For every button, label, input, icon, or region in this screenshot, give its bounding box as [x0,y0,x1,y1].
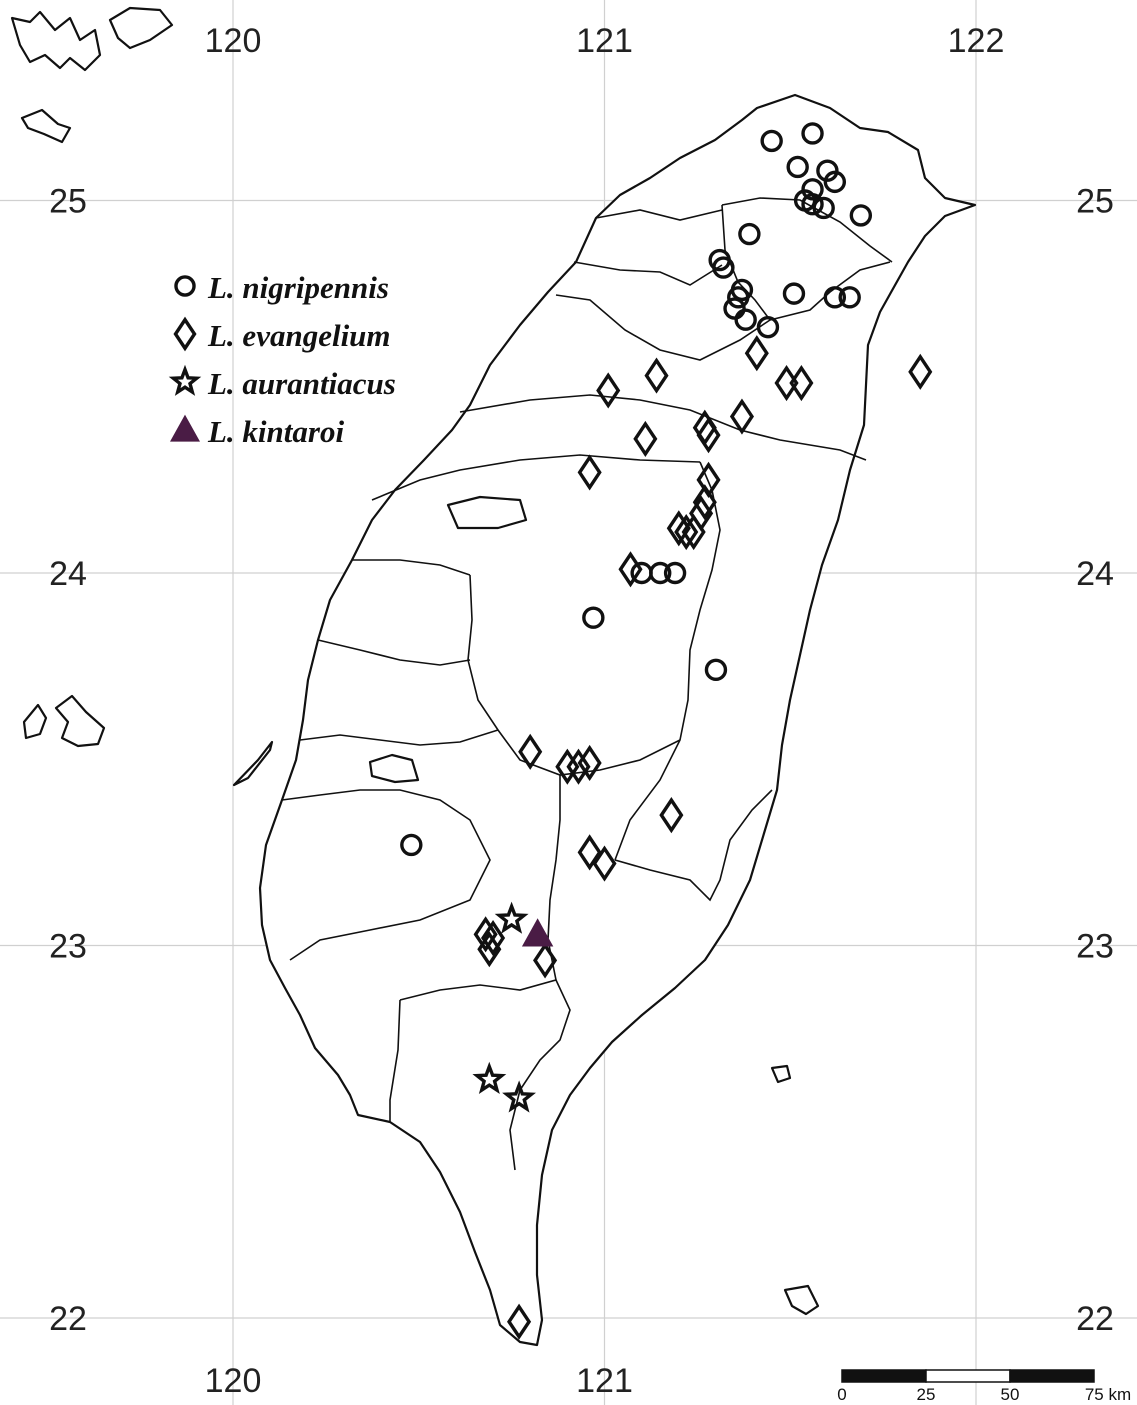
marker-diamond [596,372,621,409]
marker-circle [582,606,605,629]
marker-diamond [577,744,602,782]
marker-circle [812,196,835,220]
legend-label: L. evangelium [207,318,391,353]
marker-circle [849,204,873,227]
west-lagoon [232,740,274,787]
marker-circle [760,129,783,153]
marker-diamond [592,845,617,882]
lon-tick-bottom: 120 [205,1362,262,1400]
lon-tick-top: 120 [205,22,262,60]
marker-diamond [744,335,769,372]
mainland-coast [10,10,102,72]
legend-symbol-diamond [173,316,197,352]
sun-moon-lake [446,495,528,530]
marker-circle [738,222,761,246]
marker-diamond [908,353,933,390]
scale-segment [1009,1369,1095,1383]
mainland-coast-b [108,6,174,50]
scale-label: 50 [1001,1385,1020,1404]
marker-diamond [481,919,506,957]
lat-tick-right: 24 [1076,555,1114,593]
marker-circle [801,193,824,216]
marker-circle [727,286,750,309]
marker-circle [649,561,672,585]
marker-diamond [729,398,754,435]
lat-tick-left: 22 [49,1300,87,1338]
lon-tick-bottom: 121 [576,1362,633,1400]
orchid-island [783,1284,820,1316]
county-boundaries [281,197,893,1171]
lat-tick-left: 24 [49,555,87,593]
lon-tick-top: 122 [948,22,1005,60]
marker-circle [801,122,824,145]
marker-star [494,901,529,934]
occurrence-markers [400,122,933,1340]
marker-diamond [681,513,706,551]
marker-diamond [507,1303,532,1340]
marker-diamond [644,357,669,394]
land-layer [10,6,977,1347]
marker-circle [712,256,735,279]
marker-circle [756,315,780,339]
marker-diamond [566,748,591,785]
lat-tick-right: 23 [1076,928,1114,966]
marker-triangle [521,918,554,947]
lat-tick-right: 25 [1076,183,1114,221]
marker-diamond [666,510,691,547]
legend-symbol-star [168,364,202,396]
marker-diamond [473,916,498,953]
reservoir [368,753,420,784]
marker-diamond [674,513,699,551]
marker-diamond [477,931,502,968]
scale-label: 75 km [1085,1385,1131,1404]
marker-circle [704,658,728,682]
legend-symbol-circle [174,275,196,297]
marker-circle [823,170,847,194]
marker-diamond [633,420,658,457]
marker-diamond [789,364,814,402]
marker-circle [782,282,806,305]
marker-diamond [533,942,558,979]
marker-diamond [692,484,717,521]
marker-circle [801,178,824,201]
marker-circle [400,833,423,857]
marker-circle [734,308,757,331]
marker-diamond [555,748,580,785]
scale-segment [925,1369,1011,1383]
marker-circle [838,286,861,309]
taiwan-island [258,93,977,1347]
scale-segment [841,1369,927,1383]
marker-diamond [577,834,602,871]
penghu-island-b [54,694,106,748]
legend-label: L. kintaroi [207,414,344,449]
legend-label: L. nigripennis [207,270,389,305]
lat-tick-right: 22 [1076,1300,1114,1338]
legend-symbol-triangle [170,414,200,442]
marker-circle [723,297,746,320]
green-island [770,1064,792,1084]
marker-circle [663,561,687,585]
marker-circle [816,159,839,182]
lat-tick-left: 23 [49,928,87,966]
legend-label: L. aurantiacus [207,366,396,401]
marker-star [472,1061,507,1094]
lon-tick-top: 121 [576,22,633,60]
legend: L. nigripennis L. evangelium L. aurantiacu… [168,270,396,449]
lat-tick-left: 25 [49,183,87,221]
marker-circle [786,155,809,179]
scale-label: 25 [917,1385,936,1404]
marker-diamond [518,733,543,770]
marker-diamond [577,454,602,491]
penghu-island-a [22,703,48,740]
marker-diamond [696,417,721,454]
marker-diamond [659,797,684,834]
scale-label: 0 [837,1385,846,1404]
tick-labels: 120 120 121 121 122 25 25 24 24 23 23 22 22 [49,22,1114,1400]
kinmen-island [20,108,72,144]
marker-diamond [618,551,643,588]
marker-star [502,1080,536,1113]
marker-circle [823,286,847,309]
scale-bar: 0 25 50 75 km [837,1369,1131,1404]
